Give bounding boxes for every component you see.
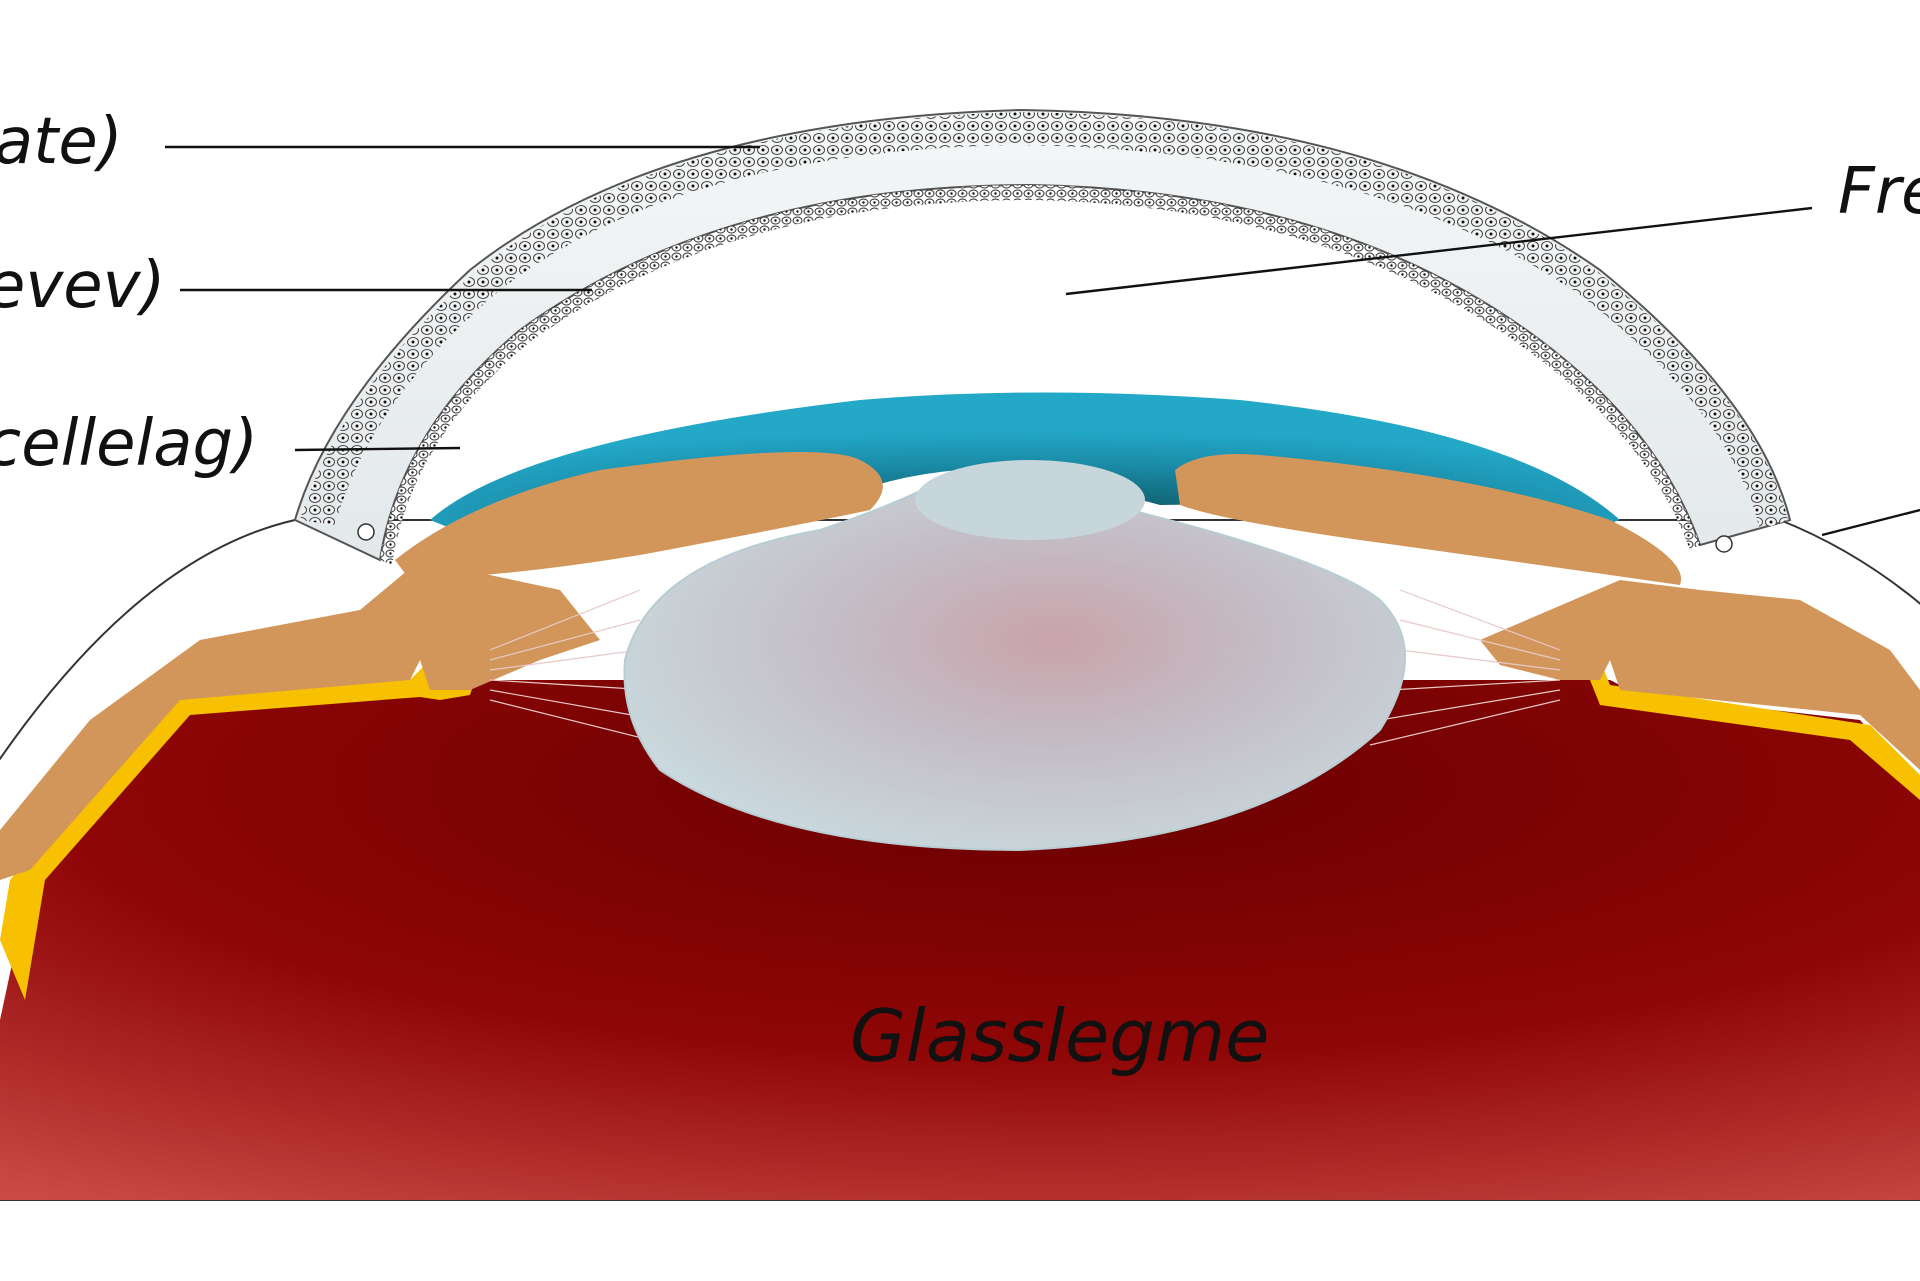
ciliary-body-left	[0, 560, 600, 880]
label-corneal-stroma: evev)	[0, 249, 166, 323]
leader-lines	[165, 145, 1920, 537]
leader-line-4	[1065, 206, 1813, 296]
label-corneal-epithelium: ate)	[0, 105, 123, 179]
label-anterior-chamber: Fre	[1838, 155, 1920, 229]
ciliary-body-right	[1480, 580, 1920, 770]
zonule-fibers	[489, 589, 1561, 746]
lens	[623, 467, 1406, 852]
corneal-dot-left	[357, 523, 375, 541]
label-vitreous: Glasslegme	[850, 994, 1270, 1078]
label-endothelium: cellelag)	[0, 407, 259, 481]
iris-right	[1175, 454, 1682, 585]
leader-line-3	[294, 446, 461, 452]
corneal-dot-right	[1715, 535, 1733, 553]
choroid-layer	[0, 660, 475, 1000]
leader-line-5	[1821, 508, 1920, 537]
iris-left	[395, 452, 883, 580]
vitreous-body	[0, 680, 1920, 1200]
lens-anterior-bulge	[915, 460, 1145, 540]
